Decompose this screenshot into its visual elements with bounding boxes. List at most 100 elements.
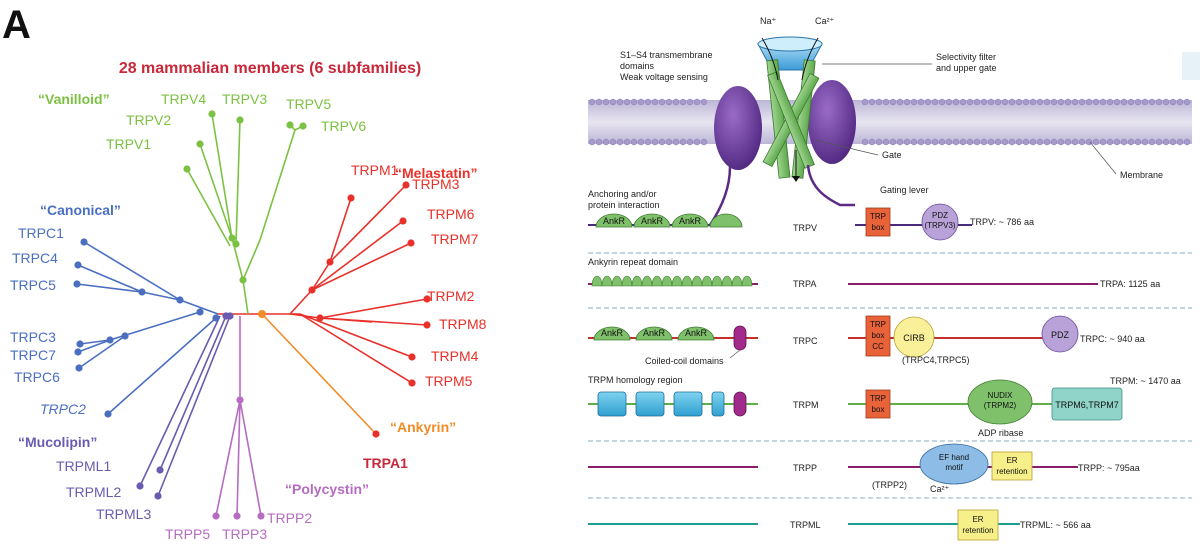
lipid-head <box>994 98 1002 106</box>
lipid-head <box>1113 98 1121 106</box>
lipid-head <box>1169 138 1177 146</box>
lipid-head <box>679 138 687 146</box>
branch-trpc3 <box>79 339 111 345</box>
svg-text:AnkR: AnkR <box>603 216 626 226</box>
svg-text:NUDIX: NUDIX <box>988 391 1014 400</box>
lipid-head <box>630 138 638 146</box>
row-name-trpv: TRPV <box>793 223 817 233</box>
member-trpc4: TRPC4 <box>12 250 58 266</box>
svg-text:CIRB: CIRB <box>903 333 925 343</box>
lipid-head <box>644 138 652 146</box>
row-name-trpml: TRPML <box>790 520 821 530</box>
lipid-head <box>616 138 624 146</box>
node-trpm8 <box>423 321 431 329</box>
branch-trpm1 <box>329 197 352 263</box>
trpa-ankyrin-repeat <box>591 275 603 287</box>
node-m-inner3 <box>316 314 324 322</box>
member-trpm3: TRPM3 <box>412 176 460 192</box>
node-trpm4 <box>408 353 416 361</box>
lipid-head <box>889 98 897 106</box>
node-p-inner <box>236 396 244 404</box>
branch-trpc7 <box>77 339 111 353</box>
svg-text:TRPM6,TRPM7: TRPM6,TRPM7 <box>1055 400 1119 410</box>
lipid-head <box>959 138 967 146</box>
lipid-head <box>616 98 624 106</box>
lipid-head <box>623 138 631 146</box>
trpa-ankyrin-repeat <box>661 275 673 287</box>
ef-hand-motif <box>919 443 989 485</box>
family-label-melastatin: “Melastatin” <box>395 165 477 181</box>
lipid-head <box>1183 138 1191 146</box>
lipid-head <box>658 138 666 146</box>
lipid-head <box>609 98 617 106</box>
lipid-head <box>896 98 904 106</box>
lipid-head <box>987 138 995 146</box>
lipid-head <box>980 98 988 106</box>
node-c-inner <box>176 296 184 304</box>
node-trpm1 <box>347 194 355 202</box>
lipid-head <box>1169 98 1177 106</box>
coiled-coil-domain-trpm <box>733 391 747 417</box>
node-trpv1 <box>183 165 191 173</box>
lipid-head <box>1022 138 1030 146</box>
lipid-head <box>1022 98 1030 106</box>
lipid-head <box>875 98 883 106</box>
member-trpc5: TRPC5 <box>10 277 56 293</box>
lipid-head <box>1008 138 1016 146</box>
node-trpc7 <box>74 348 82 356</box>
label-membrane: Membrane <box>1120 170 1163 180</box>
member-trpc3: TRPC3 <box>10 329 56 345</box>
row-trpv: AnkR AnkR AnkR TRPV TRP box PDZ (TRPV3) … <box>588 203 1034 241</box>
lipid-head <box>994 138 1002 146</box>
node-c-inner2 <box>138 288 146 296</box>
lipid-head <box>1036 98 1044 106</box>
lipid-head <box>686 138 694 146</box>
lipid-head <box>665 138 673 146</box>
member-trpv6: TRPV6 <box>321 118 366 134</box>
branch-trpm2 <box>319 298 428 319</box>
lipid-head <box>924 98 932 106</box>
length-trpp: TRPP: ~ 795aa <box>1078 463 1140 473</box>
lipid-head <box>1148 138 1156 146</box>
member-trpm6: TRPM6 <box>427 206 475 222</box>
lipid-head <box>931 138 939 146</box>
branch-vanilloid <box>242 279 249 315</box>
lipid-head <box>1078 98 1086 106</box>
lipid-head <box>1162 98 1170 106</box>
svg-text:(TRPV3): (TRPV3) <box>924 221 955 230</box>
member-trpm4: TRPM4 <box>431 348 479 364</box>
label-upper-gate: and upper gate <box>936 63 997 73</box>
branch-vanilloid <box>259 129 296 241</box>
row-trpa: Ankyrin repeat domain TRPA TRPA: 1125 aa <box>588 257 1160 289</box>
lipid-head <box>588 138 596 146</box>
er-retention-trpml <box>957 509 999 541</box>
member-trpml3: TRPML3 <box>96 506 151 522</box>
label-ca-ion: Ca²⁺ <box>930 484 950 494</box>
c-terminal-linker <box>806 164 855 207</box>
lipid-head <box>630 98 638 106</box>
branch-trpml1 <box>159 315 227 471</box>
node-v-inner <box>228 234 236 242</box>
svg-text:(TRPM2): (TRPM2) <box>984 401 1017 410</box>
svg-text:TRP: TRP <box>870 320 886 329</box>
branch-trpv3 <box>235 119 241 245</box>
lipid-head <box>889 138 897 146</box>
node-trpp2 <box>257 512 265 520</box>
family-label-ankyrin: “Ankyrin” <box>390 419 456 435</box>
node-trpv5 <box>286 121 294 129</box>
label-gate: Gate <box>882 150 902 160</box>
lipid-head <box>700 138 708 146</box>
panel-letter-a: A <box>2 3 31 47</box>
label-na: Na⁺ <box>760 16 777 26</box>
svg-text:AnkR: AnkR <box>641 216 664 226</box>
lipid-heads <box>588 98 1191 146</box>
lipid-head <box>931 98 939 106</box>
length-trpm: TRPM: ~ 1470 aa <box>1110 376 1181 386</box>
lipid-head <box>1064 98 1072 106</box>
branch-trpm6 <box>311 220 404 291</box>
lipid-head <box>938 98 946 106</box>
trpa-ankyrin-repeat <box>691 275 703 287</box>
lipid-head <box>1155 98 1163 106</box>
member-trpm8: TRPM8 <box>439 316 487 332</box>
node-trpc4 <box>74 261 82 269</box>
